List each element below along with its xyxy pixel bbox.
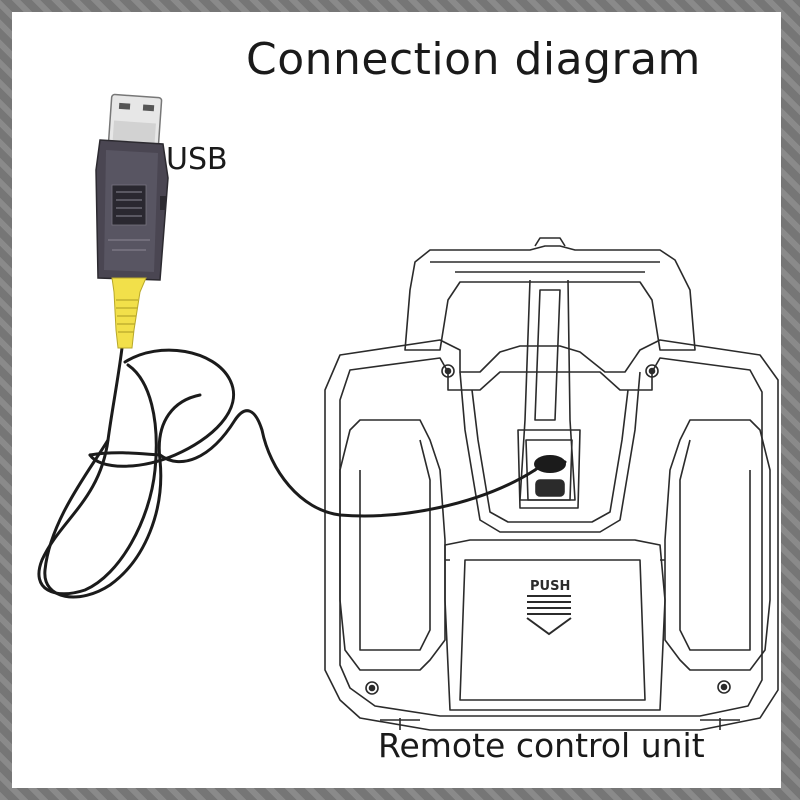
usb-dongle-icon [95, 93, 169, 349]
diagram-title: Connection diagram [246, 34, 701, 85]
push-label: PUSH [530, 579, 570, 594]
remote-control-label: Remote control unit [378, 726, 705, 765]
usb-plug-icon [107, 93, 163, 151]
remote-control-icon [324, 237, 779, 731]
push-arrow-icon: PUSH [526, 579, 572, 636]
cable-plug [534, 455, 566, 473]
cable-icon [37, 346, 567, 599]
usb-label: USB [166, 142, 228, 177]
